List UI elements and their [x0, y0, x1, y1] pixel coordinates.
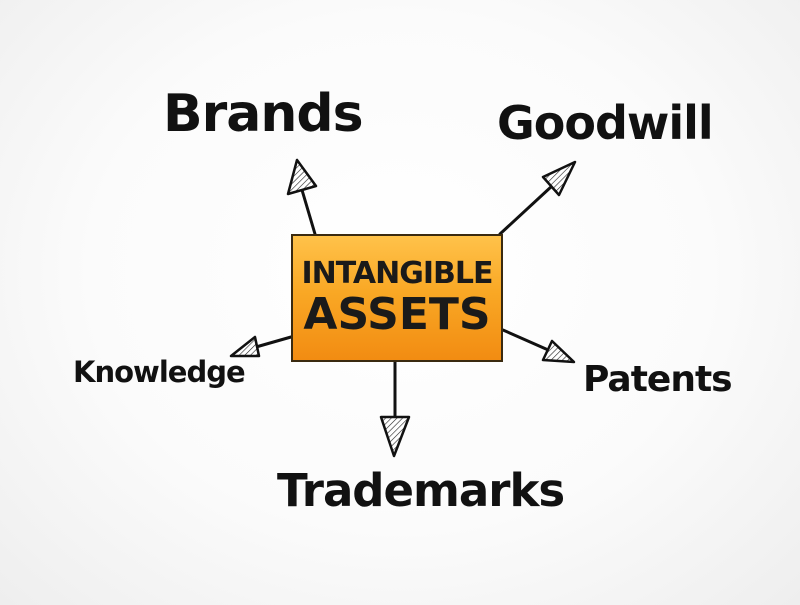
arrow-to-brands [286, 158, 318, 236]
branch-label-brands: Brands [163, 84, 364, 144]
arrow-to-goodwill [498, 160, 577, 236]
arrow-to-trademarks [379, 360, 411, 458]
branch-label-knowledge: Knowledge [73, 355, 246, 389]
arrow-to-patents [501, 328, 576, 364]
arrow-to-knowledge [229, 335, 293, 358]
central-concept-line-1: INTANGIBLE [301, 256, 494, 291]
branch-label-goodwill: Goodwill [497, 96, 714, 150]
branch-label-trademarks: Trademarks [277, 464, 565, 517]
central-concept-box: INTANGIBLE ASSETS [291, 234, 503, 362]
branch-label-patents: Patents [583, 359, 733, 400]
central-concept-line-2: ASSETS [303, 289, 491, 340]
